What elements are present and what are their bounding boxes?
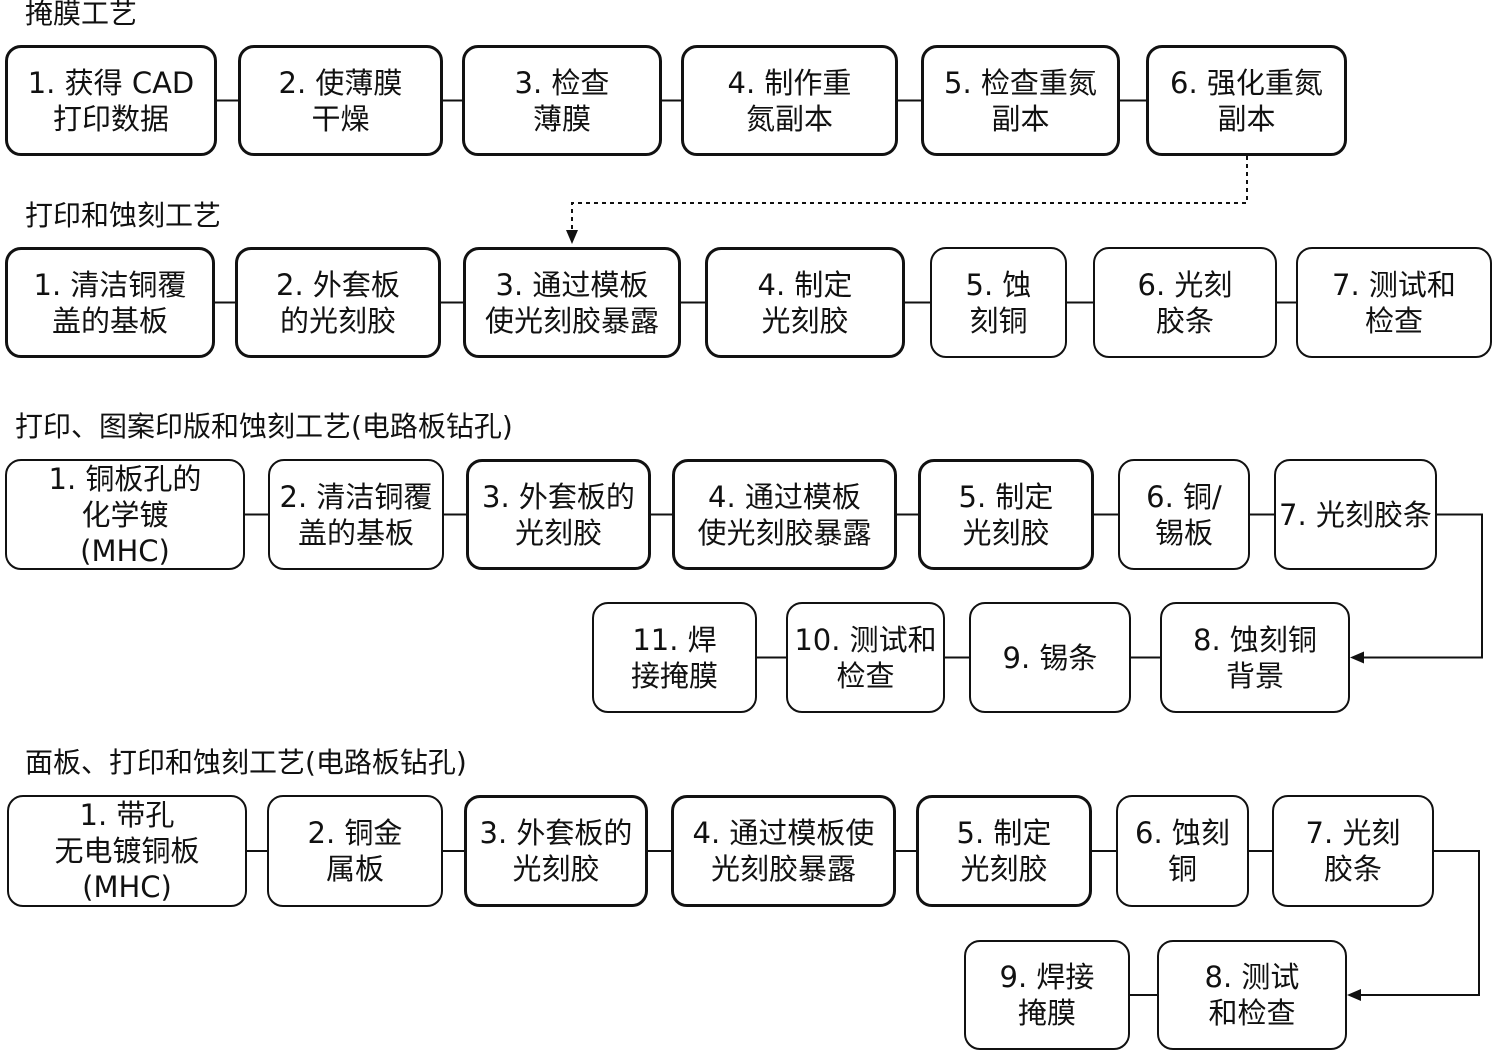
process-step: 4. 通过模板使 光刻胶暴露 <box>671 795 896 907</box>
process-step: 7. 测试和 检查 <box>1296 247 1492 358</box>
process-step: 3. 检查 薄膜 <box>462 45 662 156</box>
process-step: 2. 外套板 的光刻胶 <box>235 247 441 358</box>
section-title: 打印和蚀刻工艺 <box>25 199 222 232</box>
process-step: 7. 光刻胶条 <box>1274 459 1437 570</box>
process-step: 3. 通过模板 使光刻胶暴露 <box>463 247 681 358</box>
process-step: 9. 焊接 掩膜 <box>964 940 1130 1050</box>
process-step: 8. 蚀刻铜 背景 <box>1160 602 1350 713</box>
process-step: 1. 铜板孔的 化学镀 (MHC) <box>5 459 245 570</box>
process-step: 9. 锡条 <box>969 602 1131 713</box>
process-step: 5. 制定 光刻胶 <box>916 795 1092 907</box>
process-step: 4. 通过模板 使光刻胶暴露 <box>672 459 897 570</box>
arrow-head-icon <box>1350 651 1364 664</box>
process-step: 11. 焊 接掩膜 <box>592 602 757 713</box>
process-step: 5. 检查重氮 副本 <box>921 45 1120 156</box>
section-title: 打印、图案印版和蚀刻工艺(电路板钻孔) <box>15 410 513 443</box>
process-step: 1. 清洁铜覆 盖的基板 <box>5 247 215 358</box>
process-step: 3. 外套板的 光刻胶 <box>466 459 651 570</box>
process-step: 6. 蚀刻 铜 <box>1116 795 1249 907</box>
process-step: 6. 铜/ 锡板 <box>1118 459 1250 570</box>
process-step: 6. 光刻 胶条 <box>1093 247 1277 358</box>
section-title: 面板、打印和蚀刻工艺(电路板钻孔) <box>25 746 467 779</box>
wrap-connector-line <box>1361 850 1480 996</box>
section-title: 掩膜工艺 <box>25 0 138 30</box>
process-step: 1. 带孔 无电镀铜板 (MHC) <box>7 795 247 907</box>
process-step: 6. 强化重氮 副本 <box>1146 45 1347 156</box>
wrap-connector-line <box>1364 513 1483 659</box>
process-step: 2. 使薄膜 干燥 <box>238 45 443 156</box>
process-step: 5. 制定 光刻胶 <box>918 459 1094 570</box>
dashed-link-line <box>571 156 1248 230</box>
process-step: 2. 铜金 属板 <box>267 795 443 907</box>
process-step: 10. 测试和 检查 <box>786 602 945 713</box>
process-step: 4. 制作重 氮副本 <box>681 45 898 156</box>
process-step: 1. 获得 CAD 打印数据 <box>5 45 217 156</box>
process-step: 5. 蚀 刻铜 <box>930 247 1067 358</box>
arrow-head-icon <box>566 230 578 244</box>
process-step: 8. 测试 和检查 <box>1157 940 1347 1050</box>
process-step: 3. 外套板的 光刻胶 <box>464 795 648 907</box>
process-step: 4. 制定 光刻胶 <box>705 247 905 358</box>
arrow-head-icon <box>1347 989 1361 1001</box>
process-step: 2. 清洁铜覆 盖的基板 <box>268 459 444 570</box>
process-step: 7. 光刻 胶条 <box>1272 795 1434 907</box>
